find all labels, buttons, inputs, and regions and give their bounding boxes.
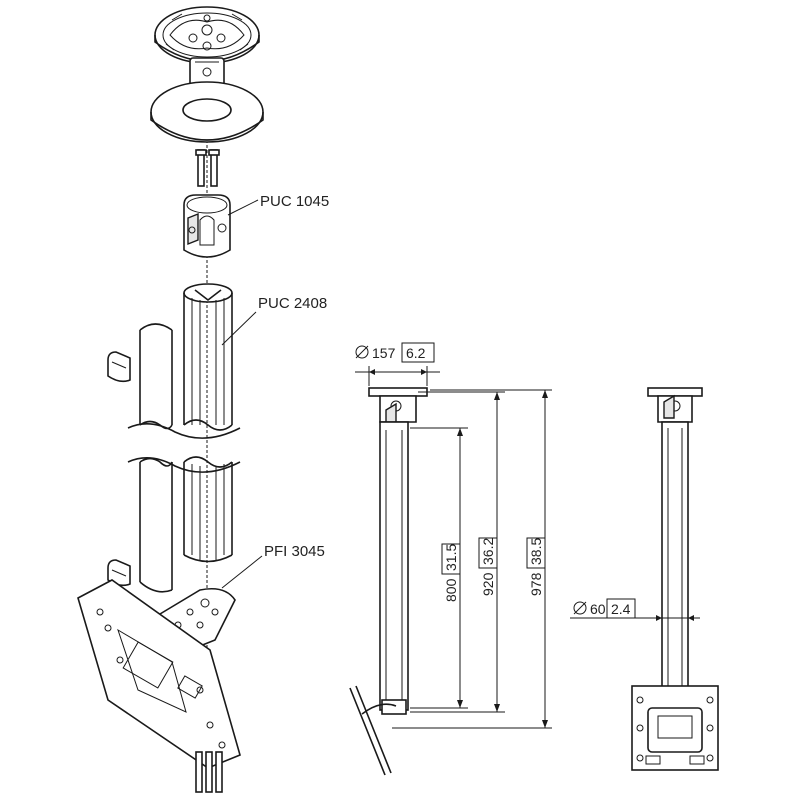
puc-2408-column-upper [183, 283, 233, 431]
puc-1045-part [183, 194, 231, 258]
puc-2408-leader [221, 311, 257, 346]
puc-1045-leader [227, 199, 259, 216]
pfi-3045-label: PFI 3045 [264, 543, 325, 560]
tube-length-value: 800 [443, 578, 459, 602]
clip-upper [107, 351, 131, 383]
puc-2408-label: PUC 2408 [258, 295, 327, 312]
cover-profile-lower [139, 457, 173, 593]
puc-1045-label: PUC 1045 [260, 193, 329, 210]
front-view [631, 387, 719, 771]
dim-plate-diameter: 157 6.2 [355, 342, 440, 386]
screws-bottom [195, 751, 223, 793]
pfi-3045-leader [221, 555, 263, 589]
tube-length-inches: 31.5 [443, 544, 459, 571]
screws-top [195, 149, 220, 187]
total-height-value: 978 [528, 572, 544, 596]
inner-height-inches: 36.2 [480, 538, 496, 565]
dim-total-height: 978 38.5 [392, 389, 552, 729]
side-view [349, 387, 428, 776]
dim-tube-diameter: 60 2.4 [570, 598, 700, 621]
dim-tube-length: 800 31.5 [410, 427, 468, 709]
cover-ring [150, 81, 264, 143]
interface-plate [77, 579, 241, 769]
inner-height-value: 920 [480, 572, 496, 596]
break-line-lower [127, 457, 241, 473]
break-line-upper [127, 423, 241, 439]
puc-2408-column-lower [183, 456, 233, 563]
dim-inner-height: 920 36.2 [410, 391, 505, 713]
cover-profile-upper [139, 323, 173, 430]
tube-diameter-inches: 2.4 [611, 601, 631, 617]
plate-diameter-value: 157 [372, 345, 396, 361]
ceiling-plate [154, 6, 260, 87]
tube-diameter-value: 60 [590, 601, 606, 617]
total-height-inches: 38.5 [528, 538, 544, 565]
plate-diameter-inches: 6.2 [406, 345, 426, 361]
